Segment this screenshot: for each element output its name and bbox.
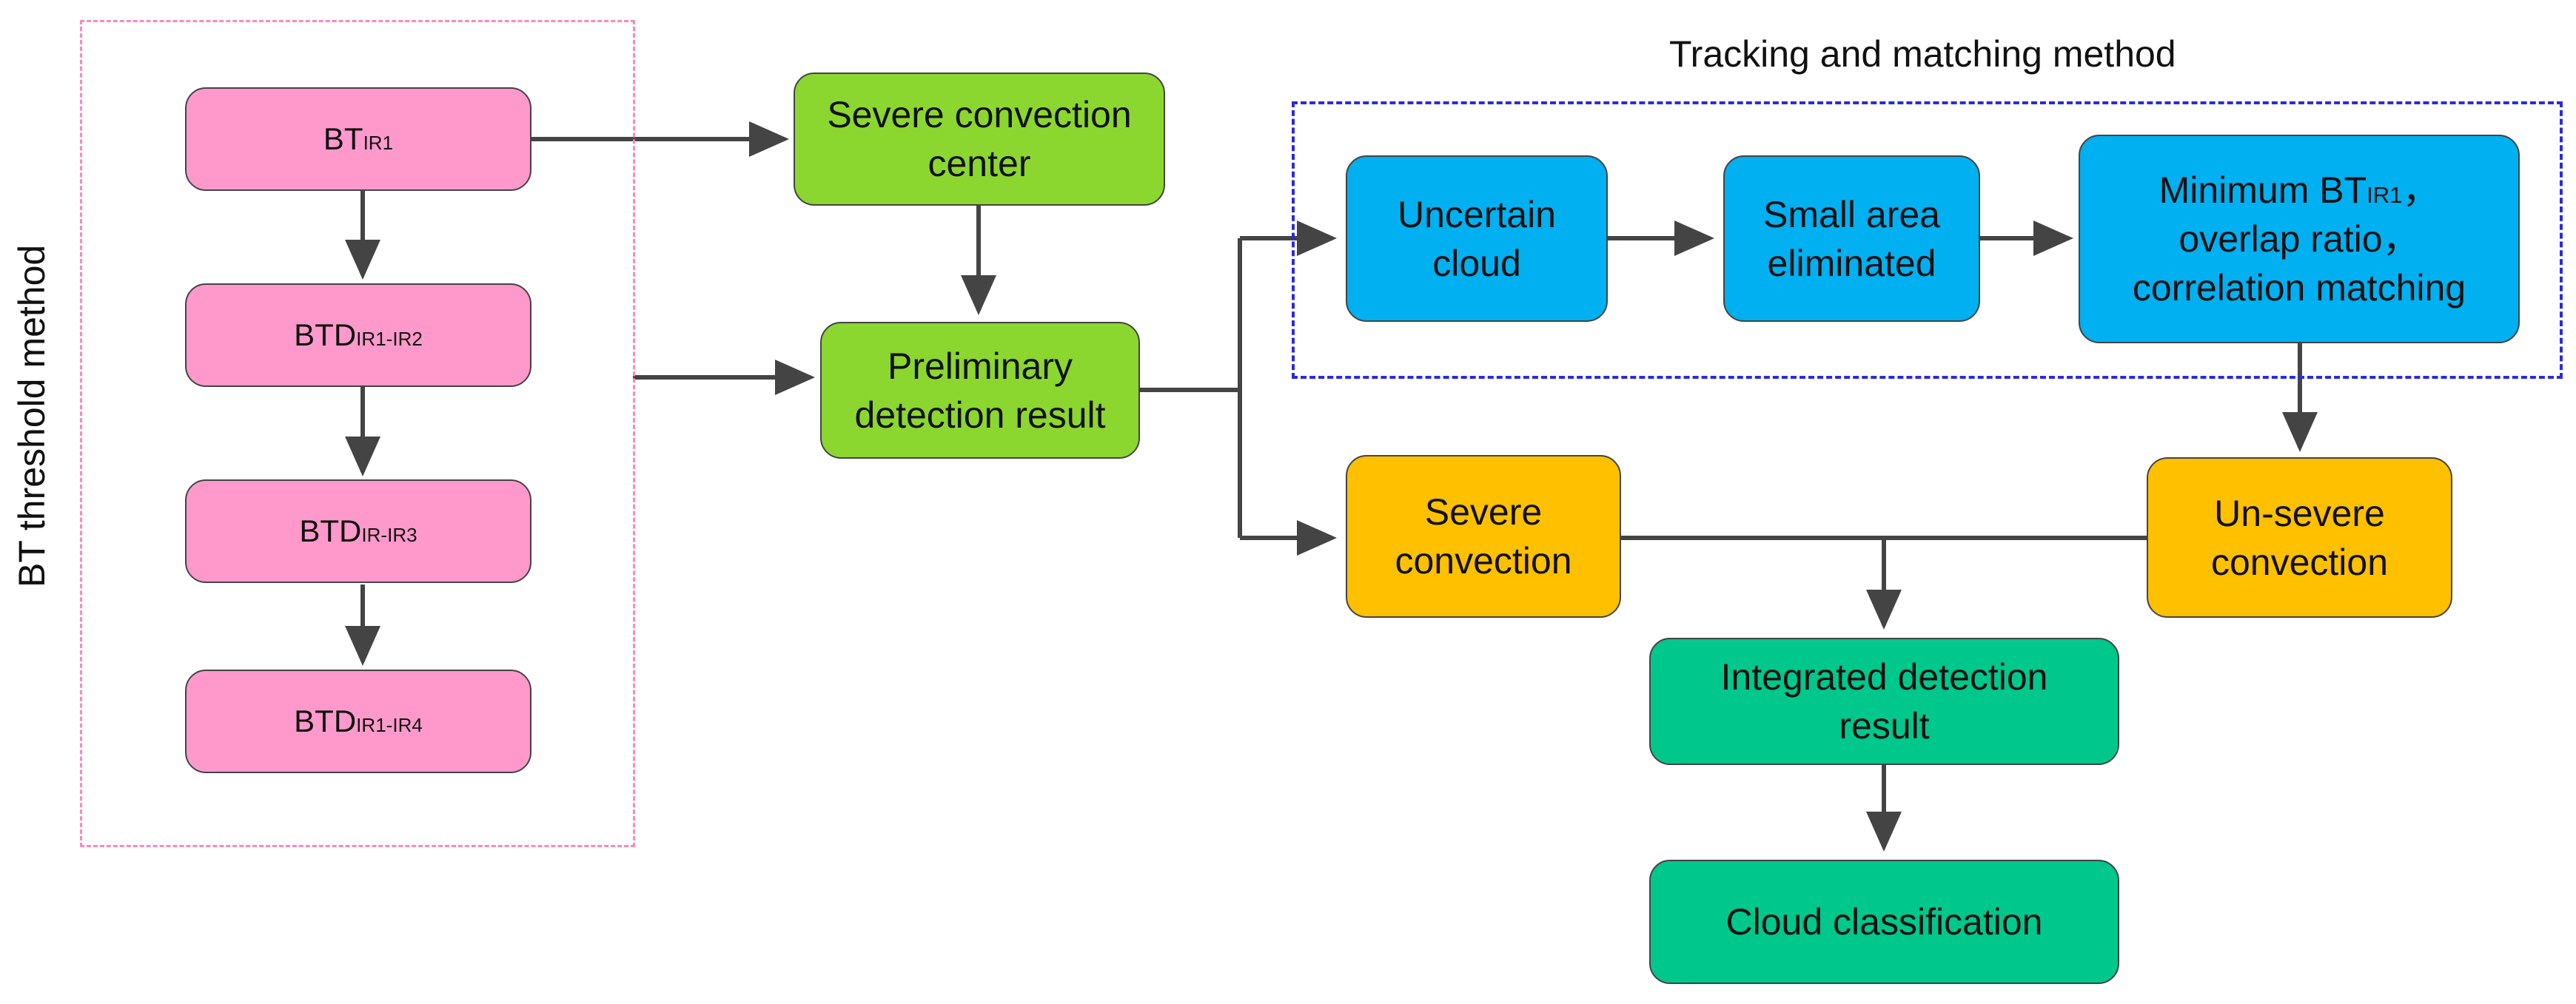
bt-threshold-frame xyxy=(80,20,635,847)
tracking-title: Tracking and matching method xyxy=(1669,33,2176,75)
node-bt-ir1: BTIR1 xyxy=(185,87,531,191)
node-btd-ir1-ir4: BTDIR1-IR4 xyxy=(185,670,531,773)
node-minimum-bt-overlap-correlation: Minimum BTIR1， overlap ratio， correlatio… xyxy=(2079,135,2520,343)
bt-threshold-label: BT threshold method xyxy=(11,244,53,587)
node-btd-ir-ir3: BTDIR-IR3 xyxy=(185,479,531,583)
node-cloud-classification: Cloud classification xyxy=(1649,860,2119,984)
node-btd-ir1-ir2: BTDIR1-IR2 xyxy=(185,283,531,387)
tracking-frame xyxy=(1292,101,2563,379)
